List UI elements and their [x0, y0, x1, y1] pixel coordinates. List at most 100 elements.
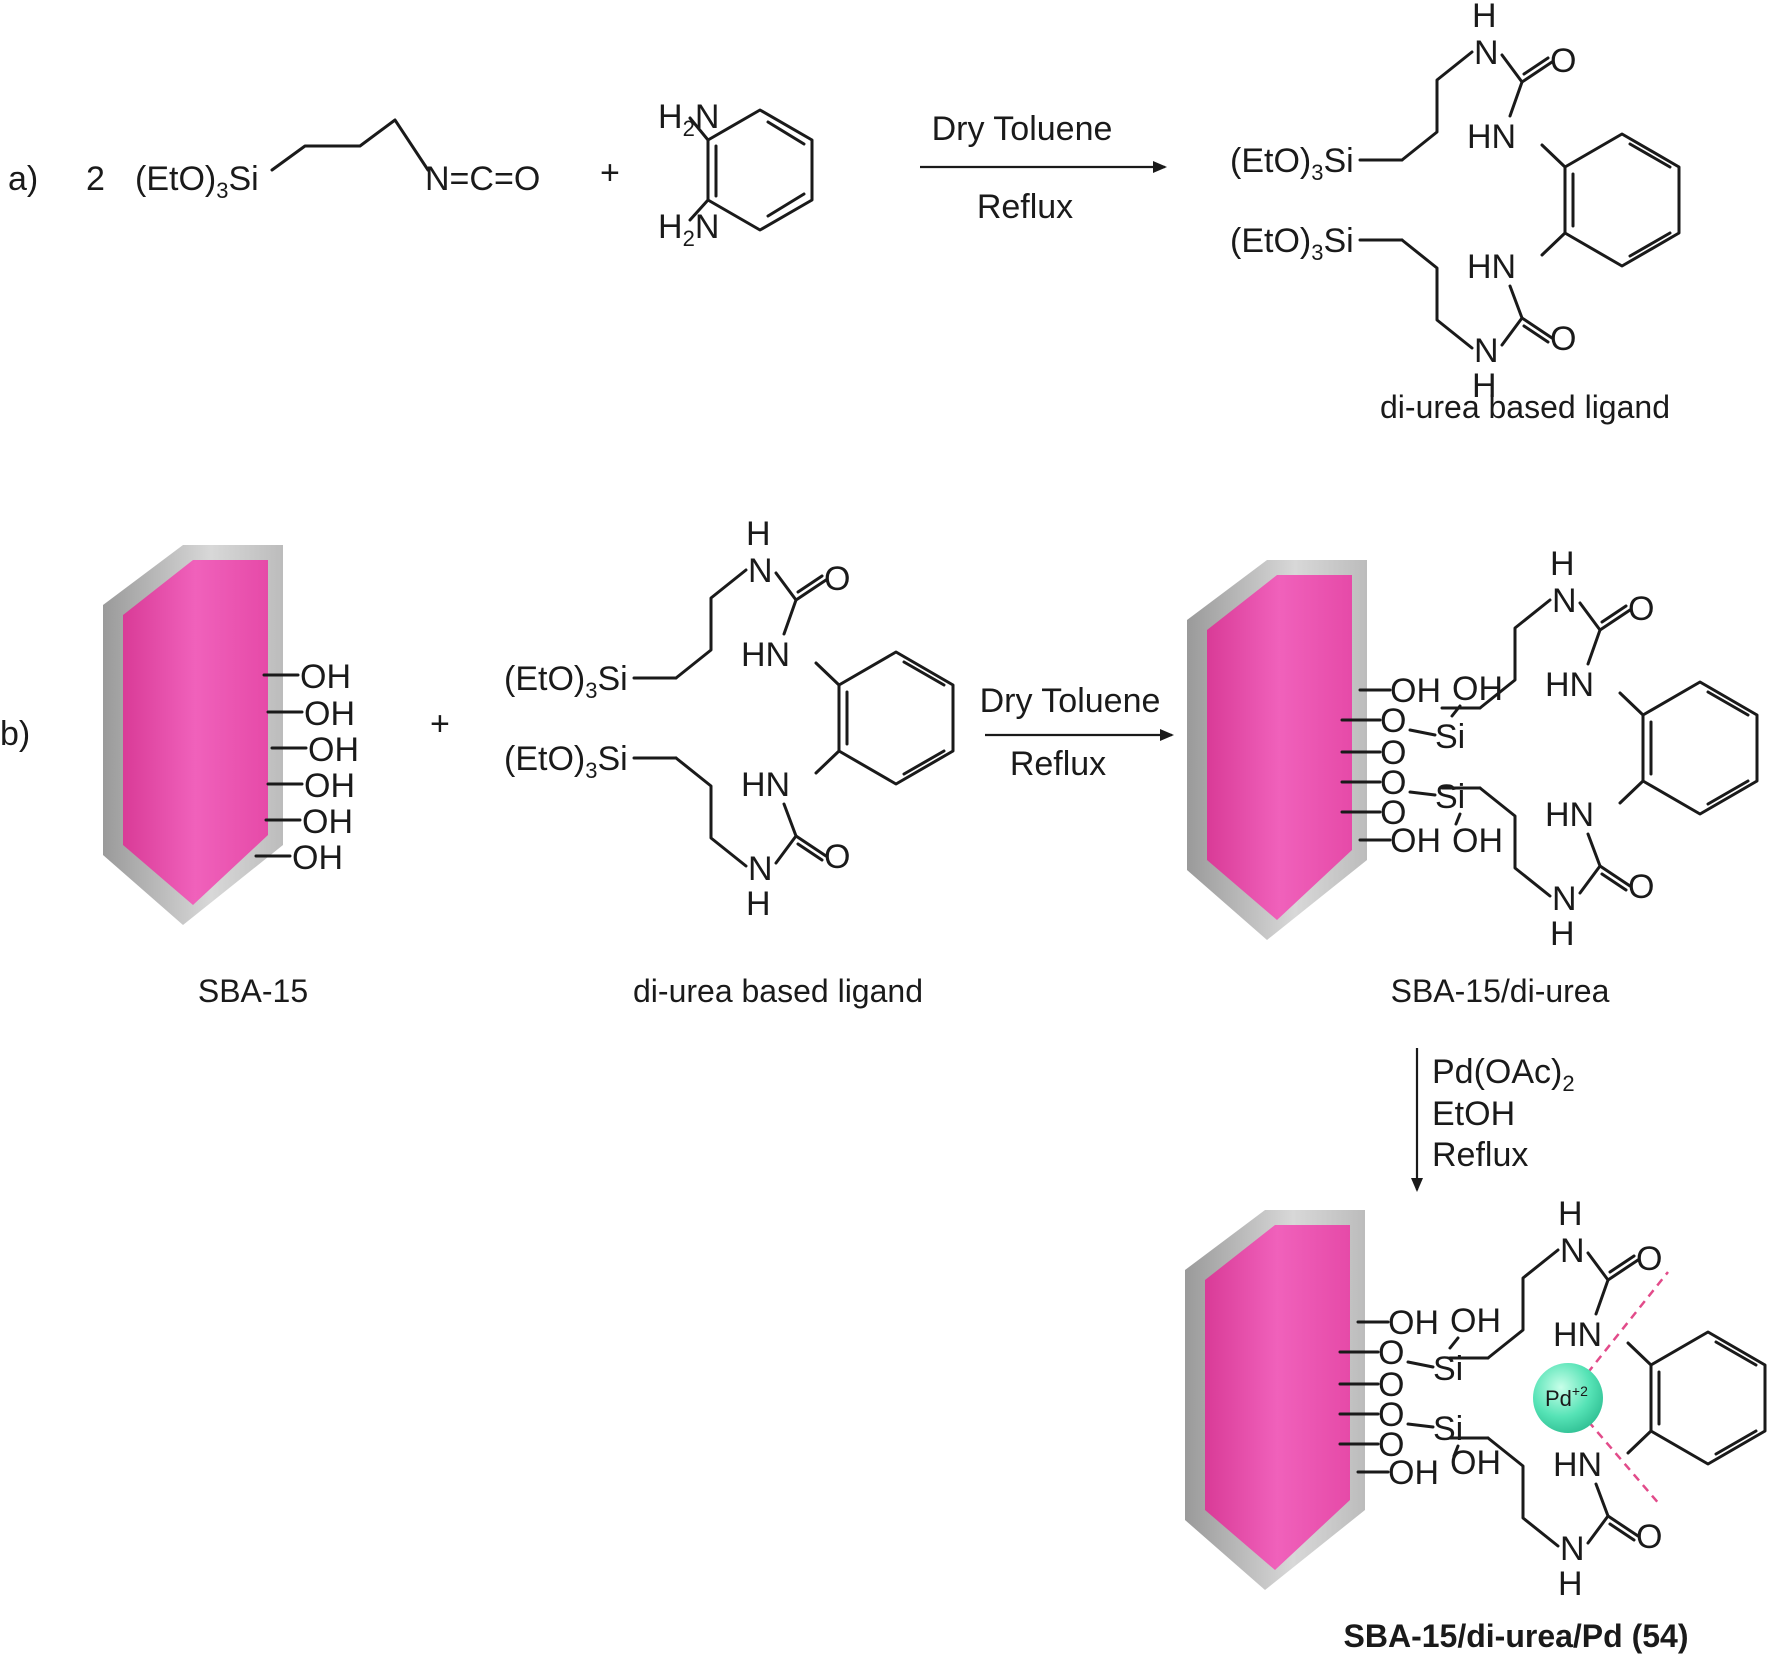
silicon-label: Si: [1435, 718, 1465, 756]
double-bond: [1628, 142, 1672, 169]
silane-formula: (EtO)3Si: [135, 160, 259, 203]
pd-coordination-bond: [1569, 1399, 1661, 1506]
bond: [1500, 53, 1524, 118]
urea-n-label: N: [1474, 332, 1499, 370]
silanol-label: OH: [1390, 822, 1441, 860]
palladium-label: Pd+2: [1545, 1383, 1588, 1411]
bond: [1500, 284, 1524, 347]
siloxane-o-label: O: [1378, 1366, 1404, 1404]
benzene-ring: [1641, 680, 1759, 816]
silanol-label: OH: [1452, 822, 1503, 860]
bond: [1578, 832, 1602, 895]
palladium-center: Pd+2: [1533, 1271, 1669, 1506]
silanol-label: OH: [1388, 1454, 1439, 1492]
bond: [796, 574, 824, 594]
siloxane-o-label: O: [1380, 764, 1406, 802]
bond: [1578, 601, 1602, 666]
sba15-support-final: [1185, 1210, 1365, 1590]
urea-hn-label: HN: [1545, 796, 1594, 834]
part-a: a) 2 (EtO)3Si N=C=O + H2N H2N Dry Toluen…: [8, 0, 1681, 425]
bond: [1522, 56, 1550, 76]
urea-n-label: N: [1560, 1232, 1585, 1270]
bond: [1608, 1254, 1636, 1274]
silanol-label: OH: [300, 658, 351, 696]
part-a-coefficient: 2: [86, 160, 105, 198]
urea-h-label: H: [1550, 915, 1575, 953]
bond: [1606, 1258, 1640, 1282]
urea-h-label: H: [746, 885, 771, 923]
bond: [1408, 728, 1437, 737]
bond: [1626, 1341, 1653, 1367]
amine-bottom: H2N: [658, 208, 719, 251]
urea-hn-label: HN: [741, 636, 790, 674]
urea-h-label: H: [1472, 367, 1497, 405]
bond: [1618, 691, 1645, 717]
part-a-letter: a): [8, 160, 38, 198]
carbonyl-o-label: O: [824, 560, 850, 598]
bond: [1452, 1444, 1460, 1458]
bond: [1406, 1360, 1435, 1369]
siloxane-o-label: O: [1380, 702, 1406, 740]
ligand-caption: di-urea based ligand: [633, 973, 923, 1009]
silane-formula: (EtO)3Si: [1230, 222, 1354, 265]
propyl-chain: [674, 568, 748, 680]
bond: [1520, 60, 1554, 84]
siloxane-o-label: O: [1378, 1334, 1404, 1372]
siloxane-o-label: O: [1380, 734, 1406, 772]
double-bond: [902, 749, 946, 776]
urea-h-label: H: [746, 515, 771, 553]
propyl-chain: [1400, 238, 1474, 350]
silane-formula: (EtO)3Si: [504, 740, 628, 783]
silicon-label: Si: [1433, 1410, 1463, 1448]
bond: [1408, 790, 1437, 797]
urea-h-label: H: [1472, 0, 1497, 35]
bond: [1608, 1522, 1636, 1542]
part-a-condition-bottom: Reflux: [977, 188, 1073, 226]
silanol-label: OH: [308, 731, 359, 769]
urea-n-label: N: [1560, 1530, 1585, 1568]
urea-h-label: H: [1558, 1565, 1583, 1603]
silanol-label: OH: [1450, 1444, 1501, 1482]
bond: [1598, 864, 1632, 888]
bond: [1454, 812, 1462, 826]
bond: [1406, 1422, 1435, 1429]
double-bond: [1714, 1340, 1758, 1367]
support-core: [1205, 1225, 1350, 1570]
bond: [1586, 1482, 1610, 1545]
urea-hn-label: HN: [1553, 1316, 1602, 1354]
siloxane-o-label: O: [1378, 1426, 1404, 1464]
benzene-ring: [837, 650, 955, 786]
part-b-condition-bottom: Reflux: [1010, 745, 1106, 783]
bond: [1600, 604, 1628, 624]
urea-h-label: H: [1550, 545, 1575, 583]
bond: [1598, 608, 1632, 632]
support-core: [1207, 575, 1352, 920]
silanol-label: OH: [1450, 1302, 1501, 1340]
propyl-chain: [674, 756, 748, 868]
carbonyl-o-label: O: [1636, 1240, 1662, 1278]
part-b-letter: b): [0, 715, 30, 753]
sba15-support-grafted: [1187, 560, 1367, 940]
part-a-product-caption: di-urea based ligand: [1380, 389, 1670, 425]
bond: [796, 842, 824, 862]
part-a-plus-sign: +: [600, 154, 620, 192]
carbonyl-o-label: O: [1628, 590, 1654, 628]
bond: [1586, 1251, 1610, 1316]
urea-hn-label: HN: [741, 766, 790, 804]
condition-label: Reflux: [1432, 1136, 1528, 1174]
urea-n-label: N: [748, 552, 773, 590]
pd-coordination-bond: [1569, 1271, 1669, 1396]
bond: [814, 661, 841, 687]
bond: [1522, 324, 1550, 344]
silanol-label: OH: [1388, 1304, 1439, 1342]
carbonyl-o-label: O: [1550, 42, 1576, 80]
solvent-label: EtOH: [1432, 1095, 1515, 1133]
sba15-caption: SBA-15: [198, 973, 308, 1009]
bond: [1600, 872, 1628, 892]
part-b: b) OH OH OH OH OH OH SBA-15 + HNONHHNONH…: [0, 515, 1759, 1009]
